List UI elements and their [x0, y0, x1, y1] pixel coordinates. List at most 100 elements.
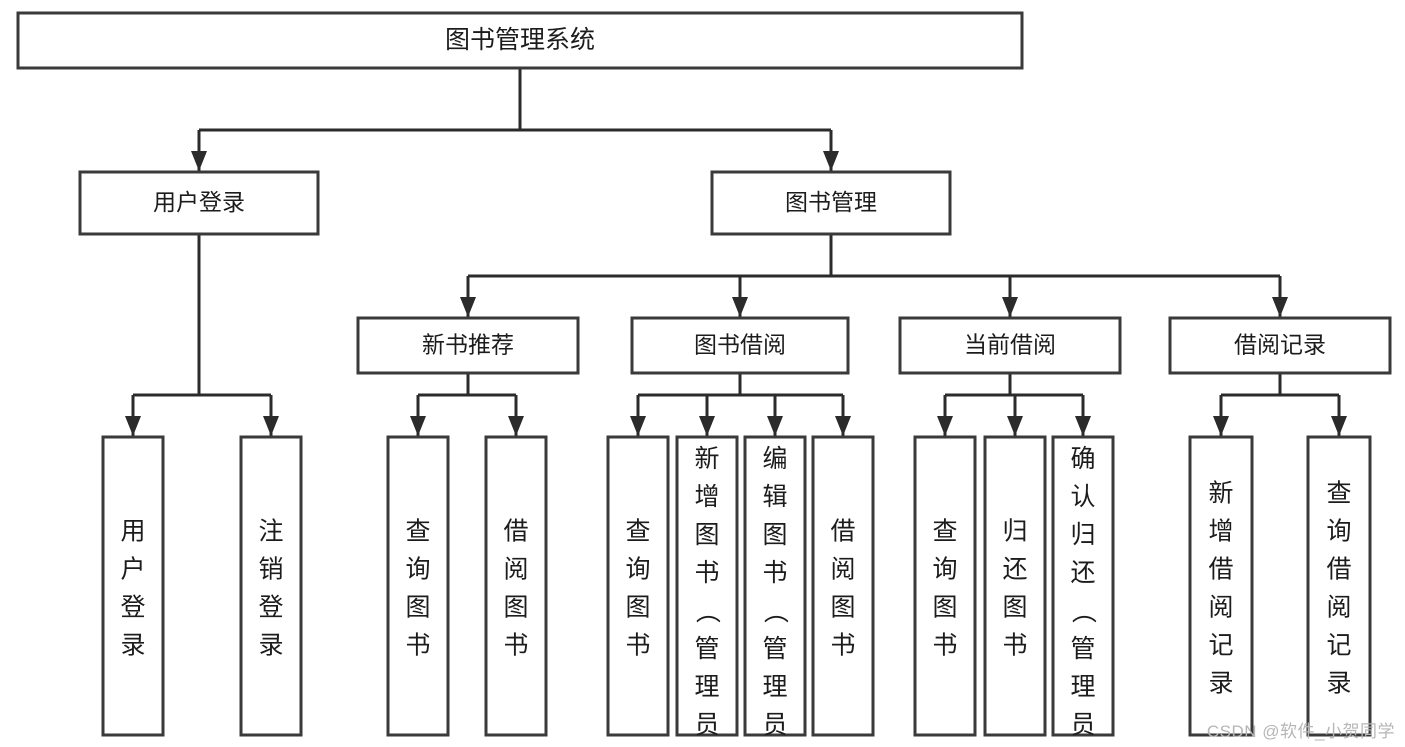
node-leaf-user-login[interactable]: 用户登录 [101, 435, 165, 737]
node-box[interactable] [913, 435, 977, 737]
node-box[interactable] [630, 316, 850, 375]
node-box[interactable] [239, 435, 303, 737]
node-label-char: （ [761, 598, 789, 623]
node-label: 用户登录 [153, 189, 245, 215]
node-label-char: 记 [1208, 632, 1233, 660]
node-label-char: 借 [1208, 556, 1233, 584]
node-label-char: 阅 [830, 556, 855, 584]
node-box[interactable] [1188, 435, 1254, 737]
arrow-head-icon [835, 416, 851, 436]
node-label-char: 记 [1326, 632, 1351, 660]
arrow-head-icon [823, 151, 839, 171]
arrow-head-icon [263, 416, 279, 436]
arrow-head-icon [191, 151, 207, 171]
arrow-head-icon [1002, 297, 1018, 317]
node-label-char: 查 [625, 518, 650, 546]
node-label-char: 书 [694, 559, 719, 587]
arrow-head-icon [937, 416, 953, 436]
node-label-char: 确 [1070, 445, 1095, 473]
node-box[interactable] [484, 435, 548, 737]
node-label-char: 询 [932, 556, 957, 584]
node-label-char: 借 [1326, 556, 1351, 584]
node-label-char: 图 [503, 594, 528, 622]
arrow-head-icon [125, 416, 141, 436]
node-label-char: 还 [1002, 556, 1027, 584]
node-box[interactable] [811, 435, 875, 737]
node-label-char: 书 [625, 632, 650, 660]
node-label: 图书管理 [785, 189, 877, 215]
node-label-char: 图 [762, 521, 787, 549]
node-label-char: 图 [830, 594, 855, 622]
node-label-char: 书 [1002, 632, 1027, 660]
node-label: 用户登录 [120, 518, 145, 660]
node-box[interactable] [710, 170, 952, 236]
node-label-char: 录 [1326, 670, 1351, 698]
node-box[interactable] [606, 435, 670, 737]
arrow-head-icon [1272, 297, 1288, 317]
node-current-borrow[interactable]: 当前借阅 [898, 316, 1122, 375]
node-box[interactable] [898, 316, 1122, 375]
node-box[interactable] [743, 435, 807, 737]
node-box[interactable] [356, 316, 580, 375]
node-box[interactable] [101, 435, 165, 737]
node-label-char: 借 [830, 518, 855, 546]
node-label-char: 员 [1070, 711, 1095, 739]
arrow-head-icon [699, 416, 715, 436]
node-book-borrow[interactable]: 图书借阅 [630, 316, 850, 375]
node-root[interactable]: 图书管理系统 [16, 11, 1024, 70]
node-box[interactable] [983, 435, 1047, 737]
node-label-char: 注 [258, 518, 283, 546]
node-label-char: 书 [932, 632, 957, 660]
node-label-char: 增 [1208, 518, 1233, 546]
node-box[interactable] [1051, 435, 1115, 737]
node-label: 新书推荐 [422, 332, 514, 358]
node-label-char: 录 [258, 632, 283, 660]
node-box[interactable] [78, 170, 320, 236]
node-label-char: 管 [762, 635, 787, 663]
node-label-char: 员 [762, 711, 787, 739]
node-label-char: 阅 [1326, 594, 1351, 622]
node-label: 图书借阅 [694, 332, 786, 358]
node-label-char: 编 [762, 445, 787, 473]
arrow-head-icon [410, 416, 426, 436]
node-new-book-recommend[interactable]: 新书推荐 [356, 316, 580, 375]
node-box[interactable] [1306, 435, 1372, 737]
node-label-char: 户 [120, 556, 145, 584]
node-label-char: 查 [405, 518, 430, 546]
node-box[interactable] [675, 435, 739, 737]
node-label: 图书管理系统 [445, 26, 595, 54]
watermark-text: CSDN @软件_小贺同学 [1206, 722, 1395, 741]
node-label-char: 销 [258, 556, 283, 584]
node-user-login[interactable]: 用户登录 [78, 170, 320, 236]
node-borrow-record[interactable]: 借阅记录 [1168, 316, 1392, 375]
arrow-head-icon [1213, 416, 1229, 436]
node-label-char: 理 [1070, 673, 1095, 701]
node-box[interactable] [386, 435, 450, 737]
node-box[interactable] [1168, 316, 1392, 375]
node-label-char: （ [693, 598, 721, 623]
node-label-char: 图 [694, 521, 719, 549]
node-label: 借阅记录 [1234, 332, 1326, 358]
node-label: 当前借阅 [964, 332, 1056, 358]
node-book-manage[interactable]: 图书管理 [710, 170, 952, 236]
node-box[interactable] [16, 11, 1024, 70]
node-label-char: 录 [120, 632, 145, 660]
node-label-char: 员 [694, 711, 719, 739]
